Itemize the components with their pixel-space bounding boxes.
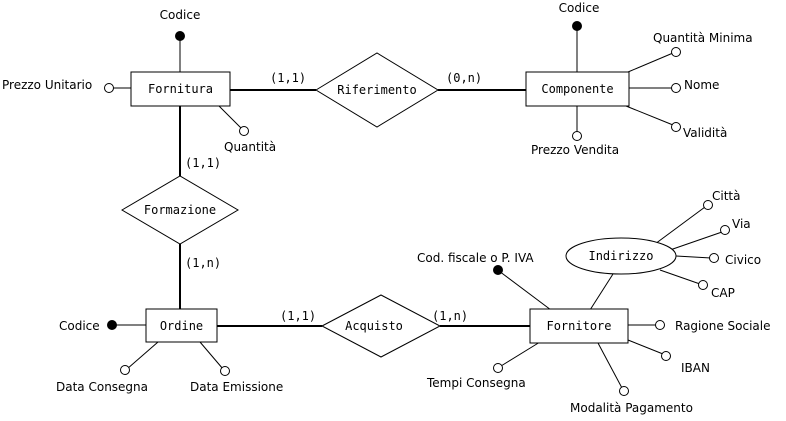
- attribute-fornitura-quantita-marker: [239, 126, 249, 136]
- attribute-fornitore-ragione-label: Ragione Sociale: [675, 319, 770, 333]
- line-fornitore-tempi: [500, 341, 541, 367]
- cardinality-fornitore-acquisto: (1,n): [432, 309, 468, 323]
- cardinality-fornitura-formazione: (1,1): [185, 156, 221, 170]
- attribute-ordine-data-emissione-label: Data Emissione: [190, 380, 283, 394]
- attribute-fornitore-tempi-label: Tempi Consegna: [426, 376, 526, 390]
- relationship-formazione[interactable]: Formazione: [121, 175, 239, 245]
- entity-ordine-label: Ordine: [160, 319, 203, 333]
- entity-ordine-box: [145, 308, 218, 343]
- relationship-riferimento-diamond: [315, 52, 439, 128]
- entity-fornitura-box: [130, 71, 231, 107]
- attribute-componente-codice-label: Codice: [559, 1, 600, 15]
- line-fornitura-quantita: [218, 105, 243, 130]
- indirizzo-label: Indirizzo: [588, 249, 653, 263]
- key-attribute-fornitore-cod-fiscale-marker: [493, 265, 503, 275]
- attribute-componente-nome-marker: [671, 83, 681, 93]
- attribute-ordine-codice-label: Codice: [59, 319, 100, 333]
- cardinality-componente-riferimento: (0,n): [446, 71, 482, 85]
- attribute-fornitore-modalita-marker: [619, 386, 629, 396]
- attribute-indirizzo-civico-marker: [709, 253, 719, 263]
- entity-fornitura-label: Fornitura: [148, 82, 213, 96]
- attribute-fornitura-prezzo-label: Prezzo Unitario: [2, 78, 92, 92]
- attribute-fornitore-tempi-marker: [493, 363, 503, 373]
- cardinality-fornitura-riferimento: (1,1): [270, 71, 306, 85]
- attribute-ordine-data-emissione-marker: [220, 366, 230, 376]
- relationship-riferimento-label: Riferimento: [337, 83, 416, 97]
- key-attribute-fornitura-codice-marker: [175, 31, 185, 41]
- relationship-formazione-diamond: [121, 175, 239, 245]
- composite-attribute-indirizzo[interactable]: Indirizzo: [565, 237, 677, 275]
- attribute-fornitura-prezzo-marker: [104, 83, 114, 93]
- attribute-indirizzo-via-marker: [720, 225, 730, 235]
- line-indirizzo-via: [669, 231, 723, 251]
- attribute-fornitore-iban-marker: [661, 351, 671, 361]
- attribute-fornitura-codice-label: Codice: [160, 8, 201, 22]
- attribute-ordine-data-consegna-label: Data Consegna: [56, 380, 148, 394]
- cardinality-ordine-formazione: (1,n): [185, 256, 221, 270]
- attribute-indirizzo-citta-label: Città: [712, 189, 740, 203]
- entity-fornitore[interactable]: Fornitore: [529, 308, 629, 344]
- line-ordine-data-emissione: [199, 341, 224, 370]
- attribute-componente-quantita-minima-marker: [671, 47, 681, 57]
- line-fornitore-cod-fiscale: [498, 270, 552, 311]
- key-attribute-componente-codice-marker: [572, 21, 582, 31]
- relationship-acquisto-label: Acquisto: [345, 319, 403, 333]
- attribute-fornitura-quantita-label: Quantità: [224, 140, 276, 154]
- attribute-indirizzo-civico-label: Civico: [725, 253, 761, 267]
- attribute-fornitore-modalita-label: Modalità Pagamento: [570, 401, 693, 415]
- attribute-componente-validita-label: Validità: [683, 126, 727, 140]
- cardinality-ordine-acquisto: (1,1): [280, 309, 316, 323]
- line-componente-validita: [625, 105, 674, 126]
- entity-componente-label: Componente: [541, 82, 613, 96]
- attribute-indirizzo-citta-marker: [703, 200, 713, 210]
- relationship-formazione-label: Formazione: [144, 203, 216, 217]
- attribute-fornitore-iban-label: IBAN: [681, 361, 710, 375]
- line-indirizzo-citta: [654, 206, 706, 245]
- attribute-componente-nome-label: Nome: [684, 78, 719, 92]
- attribute-indirizzo-cap-label: CAP: [711, 286, 735, 300]
- line-fornitore-modalita: [597, 342, 623, 389]
- line-ordine-data-consegna: [126, 341, 159, 370]
- attribute-indirizzo-cap-marker: [698, 280, 708, 290]
- attribute-componente-prezzo-label: Prezzo Vendita: [531, 143, 619, 157]
- relationship-acquisto-diamond: [320, 294, 442, 358]
- key-attribute-ordine-codice-marker: [107, 320, 117, 330]
- attribute-indirizzo-via-label: Via: [732, 217, 751, 231]
- attribute-componente-validita-marker: [671, 122, 681, 132]
- indirizzo-ellipse: [565, 237, 677, 275]
- attribute-componente-prezzo-marker: [572, 131, 582, 141]
- entity-ordine[interactable]: Ordine: [145, 308, 218, 343]
- line-fornitore-indirizzo: [589, 273, 614, 311]
- relationship-acquisto[interactable]: Acquisto: [320, 294, 442, 358]
- attribute-ordine-data-consegna-marker: [120, 365, 130, 375]
- relationship-riferimento[interactable]: Riferimento: [315, 52, 439, 128]
- line-indirizzo-civico: [675, 255, 712, 259]
- entity-fornitura[interactable]: Fornitura: [130, 71, 231, 107]
- attribute-fornitore-ragione-marker: [655, 320, 665, 330]
- entity-fornitore-box: [529, 308, 629, 344]
- entity-componente-box: [525, 71, 630, 107]
- attribute-componente-quantita-minima-label: Quantità Minima: [653, 31, 753, 45]
- attribute-fornitore-cod-fiscale-label: Cod. fiscale o P. IVA: [417, 251, 534, 265]
- line-componente-quantita-minima: [627, 52, 674, 73]
- line-indirizzo-cap: [659, 269, 701, 285]
- entity-componente[interactable]: Componente: [525, 71, 630, 107]
- line-fornitore-iban: [627, 339, 664, 355]
- entity-fornitore-label: Fornitore: [546, 319, 611, 333]
